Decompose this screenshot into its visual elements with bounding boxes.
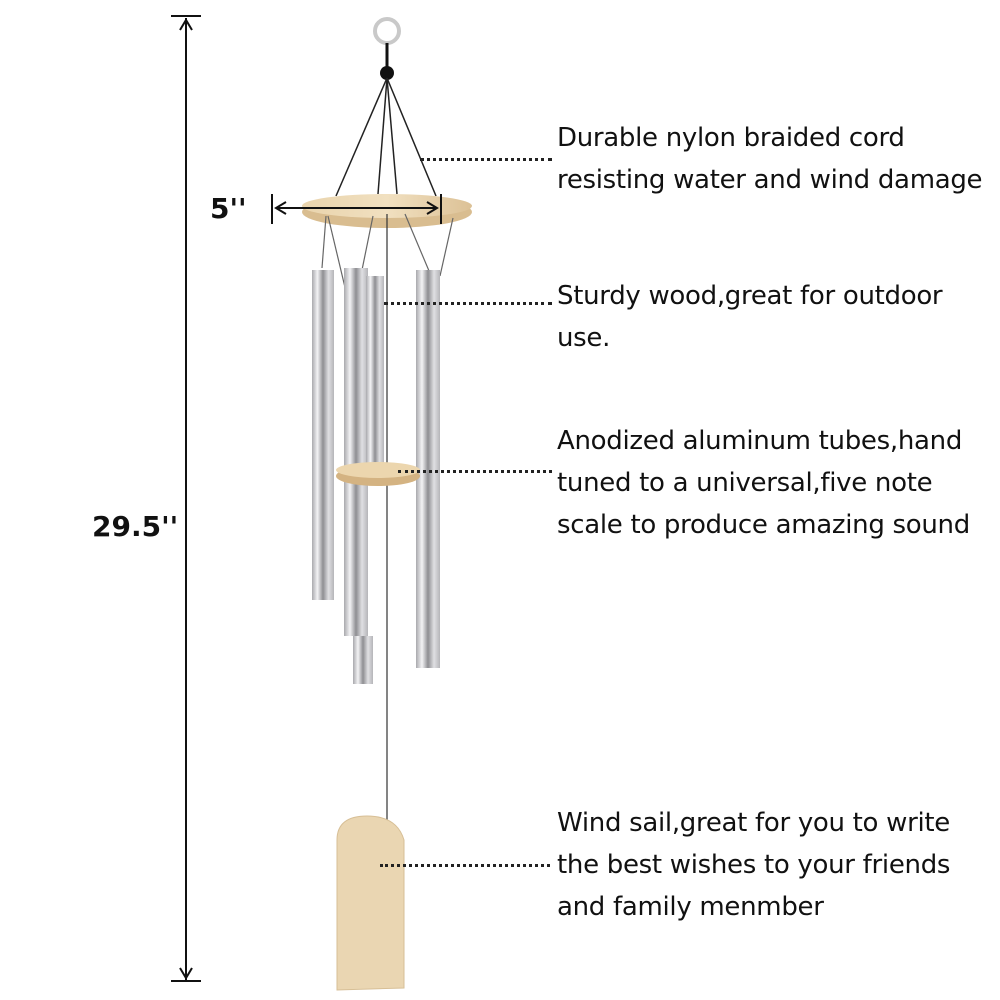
striker-disc	[336, 462, 420, 486]
callout-cord: Durable nylon braided cord resisting wat…	[557, 117, 983, 201]
aluminum-tubes	[312, 268, 440, 684]
callout-line: tuned to a universal,five note	[557, 468, 933, 498]
callout-wood: Sturdy wood,great for outdoor use.	[557, 275, 943, 359]
callout-line: the best wishes to your friends	[557, 850, 951, 880]
callout-sail: Wind sail,great for you to write the bes…	[557, 802, 950, 928]
leader-line-wood	[384, 302, 552, 305]
callout-line: Wind sail,great for you to write	[557, 808, 950, 838]
height-label: 29.5''	[92, 510, 179, 543]
callout-line: Sturdy wood,great for outdoor	[557, 281, 943, 311]
callout-line: Durable nylon braided cord	[557, 123, 905, 153]
callout-line: Anodized aluminum tubes,hand	[557, 426, 963, 456]
wind-sail	[336, 815, 405, 991]
leader-line-cord	[420, 158, 552, 161]
width-dimension-line	[271, 194, 442, 224]
callout-tubes: Anodized aluminum tubes,hand tuned to a …	[557, 420, 970, 546]
nylon-cords	[335, 77, 437, 197]
leader-line-sail	[380, 864, 550, 867]
leader-line-tubes	[398, 470, 552, 473]
callout-line: scale to produce amazing sound	[557, 510, 970, 540]
callout-line: and family menmber	[557, 892, 824, 922]
height-dimension-line	[171, 15, 201, 982]
callout-line: use.	[557, 323, 611, 353]
callout-line: resisting water and wind damage	[557, 165, 983, 195]
hanging-ring	[373, 17, 401, 80]
width-label: 5''	[210, 192, 247, 225]
